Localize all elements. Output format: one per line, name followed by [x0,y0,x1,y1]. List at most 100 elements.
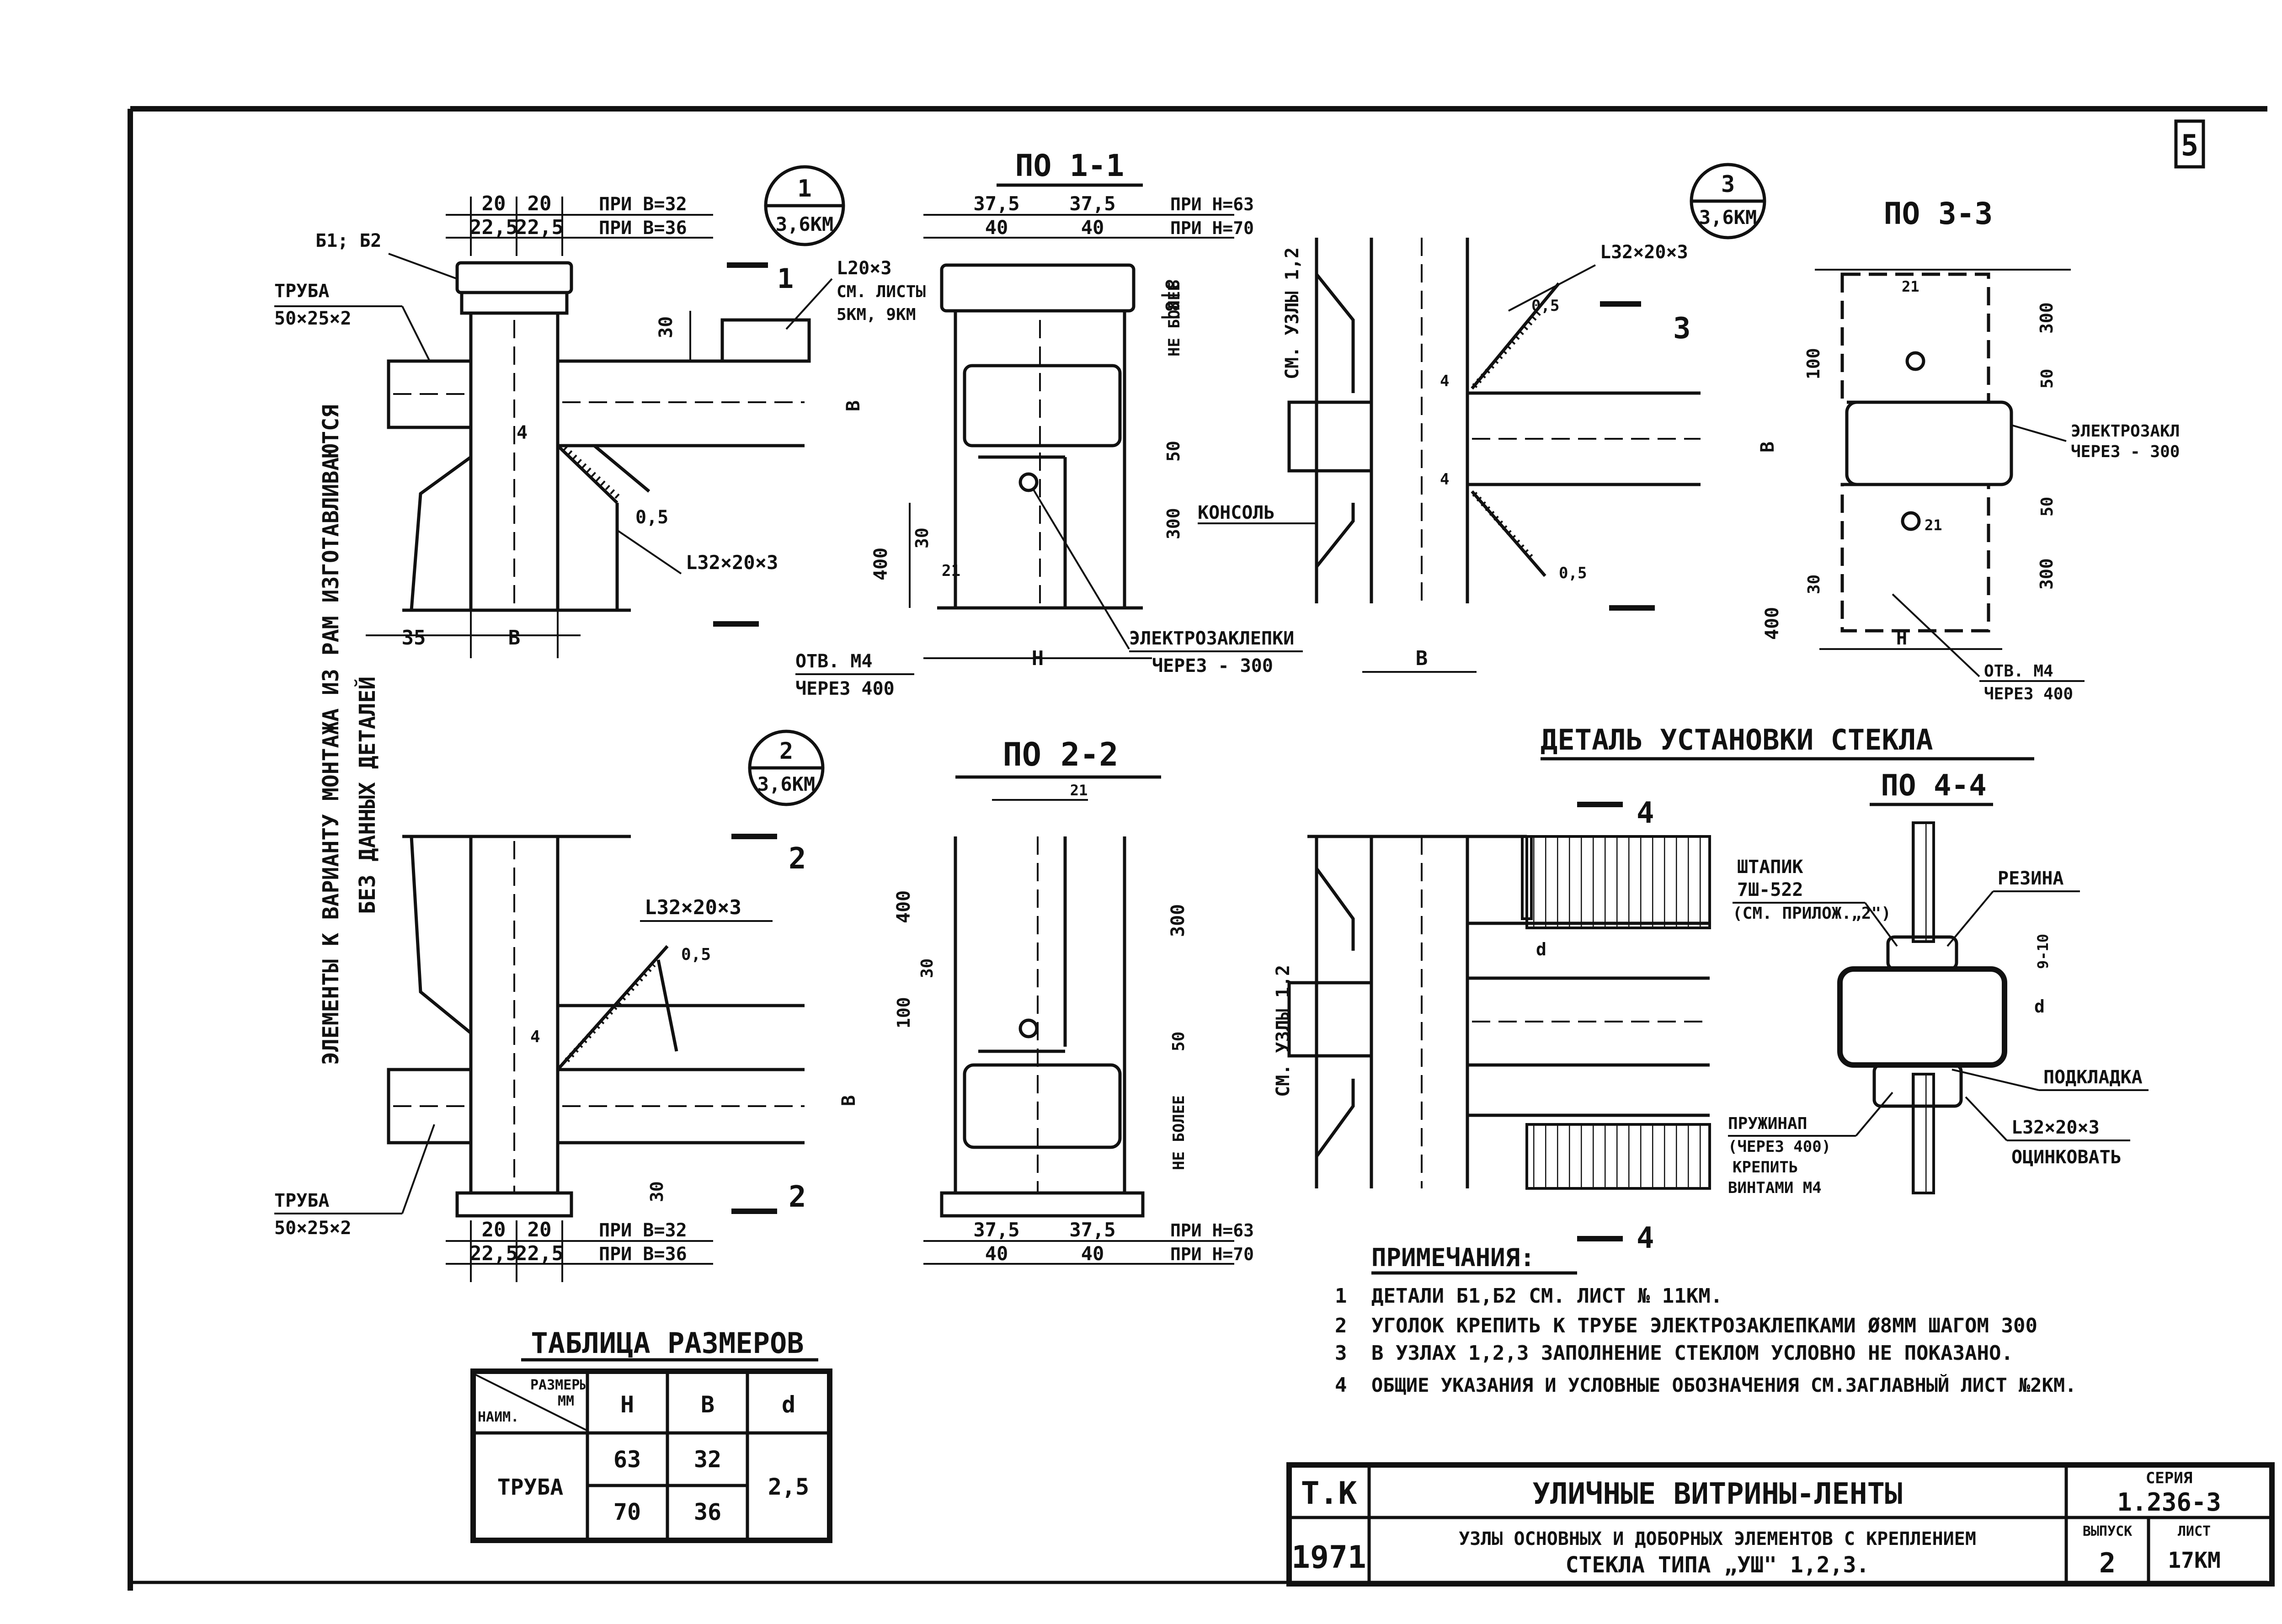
node-3: 3 3,6КМ L32×20×3 0,5 СМ. УЗЛЫ 1,2 КОНСОЛ… [1198,163,1766,673]
section-2-2-dim-a1: 37,5 [973,1219,1019,1241]
note-1-text: ДЕТАЛИ Б1,Б2 СМ. ЛИСТ № 11КМ. [1371,1284,1722,1308]
section-1-1-dim-a1: 37,5 [973,192,1019,215]
node-1-angle-top: L20×3 [837,258,891,279]
page-number: 5 [2181,129,2199,163]
node-3-angle: L32×20×3 [1600,242,1688,263]
section-1-1-hole-step: ЧЕРЕЗ 400 [795,678,895,699]
glass-detail-bead-label: ШТАПИК [1737,857,1803,878]
stamp-sheet-label: ЛИСТ [2178,1523,2211,1539]
node-2-section-tag-bot: 2 [789,1180,806,1214]
glass-detail-rubber: РЕЗИНА [1998,868,2064,889]
table-col-b: В [701,1391,714,1418]
stamp-series-label: СЕРИЯ [2146,1469,2192,1487]
glass-detail-zinc: ОЦИНКОВАТЬ [2011,1147,2122,1168]
node-1-section-tag: 1 [777,263,794,295]
glass-detail-bead-code: 7Ш-522 [1737,879,1803,900]
node-2-mark-num: 2 [779,738,793,764]
stamp-subtitle2: СТЕКЛА ТИПА „УШ" 1,2,3. [1566,1552,1870,1578]
note-4-text: ОБЩИЕ УКАЗАНИЯ И УСЛОВНЫЕ ОБОЗНАЧЕНИЯ СМ… [1371,1374,2076,1396]
glass-detail-d-label: d [1536,939,1546,959]
node-1-dim-35: 35 [402,626,426,650]
stamp-title: УЛИЧНЫЕ ВИТРИНЫ-ЛЕНТЫ [1532,1477,1902,1511]
node-3-console: КОНСОЛЬ [1198,502,1275,523]
section-1-1-dim-400: 400 [870,548,891,580]
section-3-3-rivet-step: ЧЕРЕЗ - 300 [2071,442,2180,461]
glass-pane-bottom [1525,1123,1711,1190]
node-2-weld-4: 4 [530,1028,540,1046]
glass-detail-angle: L32×20×3 [2011,1117,2100,1138]
node-1-pipe-size: 50×25×2 [274,308,352,329]
section-1-1-dim-a2: 37,5 [1069,192,1115,215]
node-2-dim-30: 30 [647,1181,667,1202]
table-title: ТАБЛИЦА РАЗМЕРОВ [531,1326,804,1360]
section-2-2-dim-b1: 40 [985,1242,1008,1265]
node-2-dim-bot-cond: ПРИ В=36 [599,1244,687,1265]
notes: ПРИМЕЧАНИЯ: 1 ДЕТАЛИ Б1,Б2 СМ. ЛИСТ № 11… [1335,1243,2076,1397]
node-1-dim-bot-b: 22,5 [515,216,564,239]
table-corner-bot: НАИМ. [478,1409,519,1425]
node-3-mark-num: 3 [1721,171,1735,197]
section-1-1-dim-21: 21 [942,562,960,580]
node-1-dim-top-b: 20 [528,192,552,215]
node-1-dim-30: 30 [656,316,677,338]
section-3-3-dim-100: 100 [1803,348,1823,379]
section-3-3-hole-label: ОТВ. М4 [1984,662,2053,681]
glass-detail-spring3: КРЕПИТЬ [1733,1158,1798,1177]
note-3-num: 3 [1335,1342,1347,1365]
glass-detail-spring2: (ЧЕРЕЗ 400) [1728,1138,1831,1156]
stamp-tk: Т.К [1301,1475,1357,1512]
node-1-dim-b: В [508,626,521,650]
section-3-3-dim-400: 400 [1762,607,1783,640]
stamp-issue-label: ВЫПУСК [2083,1523,2132,1539]
note-2-text: УГОЛОК КРЕПИТЬ К ТРУБЕ ЭЛЕКТРОЗАКЛЕПКАМИ… [1371,1314,2037,1337]
section-3-3: ПО 3-3 21 21 300 100 50 В 50 30 300 400 … [1757,196,2180,703]
node-3-weld-4: 4 [1440,372,1449,390]
section-1-1-title: ПО 1-1 [1015,148,1124,183]
section-1-1-dim-b1: 40 [985,216,1008,239]
stamp-issue-value: 2 [2099,1547,2116,1579]
node-2-weld-05: 0,5 [681,945,711,964]
section-3-3-dim-b: В [1757,442,1778,453]
node-2-mark-sheet: 3,6КМ [757,773,815,795]
table-d-value: 2,5 [768,1474,809,1500]
glass-section-bottom [1912,1073,1935,1194]
page-number-box [2174,119,2205,169]
glass-detail-spring1: ПРУЖИНАП [1728,1114,1807,1133]
section-3-3-dim-300b: 300 [2037,558,2057,590]
note-4-num: 4 [1335,1374,1347,1397]
section-3-3-dim-50b: 50 [2038,497,2057,516]
glass-detail-dim-910: 9-10 [2034,934,2052,969]
stamp-sheet-value: 17КМ [2168,1548,2221,1573]
section-2-2-dim-b: В [838,1095,859,1106]
section-2-2-dim-b2: 40 [1081,1242,1104,1265]
node-1-angle-top-ref2: 5КМ, 9КМ [837,305,916,324]
section-1-1-dim-h: Н [1032,647,1044,670]
node-1-mark-num: 1 [797,175,811,202]
section-1-1-dim-30: 30 [912,527,932,548]
section-2-2-not-more: НЕ БОЛЕЕ [1170,1095,1188,1170]
section-4-4-pipe [1837,966,2007,1068]
glass-detail-d-label2: d [2034,996,2045,1017]
section-2-2-dim-30: 30 [918,958,937,978]
glass-pane-top [1525,835,1711,929]
node-2-pipe-size: 50×25×2 [274,1218,352,1239]
section-2-2-title: ПО 2-2 [1003,736,1119,773]
size-table: ТАБЛИЦА РАЗМЕРОВ РАЗМЕРЫ ММ НАИМ. Н В d … [470,1326,832,1543]
section-1-1-dim-b2: 40 [1081,216,1104,239]
node-1-dim-top-cond: ПРИ В=32 [599,194,687,215]
node-1-dim-bot-cond: ПРИ В=36 [599,218,687,239]
node-1-b1b2-label: Б1; Б2 [315,230,382,251]
section-2-2-dim-50: 50 [1169,1032,1188,1051]
glass-detail-bead-ref: (СМ. ПРИЛОЖ.„2") [1733,904,1891,923]
glass-detail-tag-bot: 4 [1637,1221,1654,1255]
table-h-63: 63 [613,1446,641,1473]
node-1-mark-sheet: 3,6КМ [776,213,833,235]
section-1-1-dim-181: 8|8| [1161,279,1182,323]
section-1-1-rivet-step: ЧЕРЕЗ - 300 [1152,655,1273,676]
node-1-angle-bottom: L32×20×3 [686,551,778,574]
section-2-2-dim-100: 100 [894,997,914,1028]
section-3-3-hole-step: ЧЕРЕЗ 400 [1984,685,2073,703]
glass-detail-spring4: ВИНТАМИ М4 [1728,1179,1822,1197]
node-3-weld-05b: 0,5 [1559,564,1587,582]
node-1-dim-bot-a: 22,5 [469,216,518,239]
